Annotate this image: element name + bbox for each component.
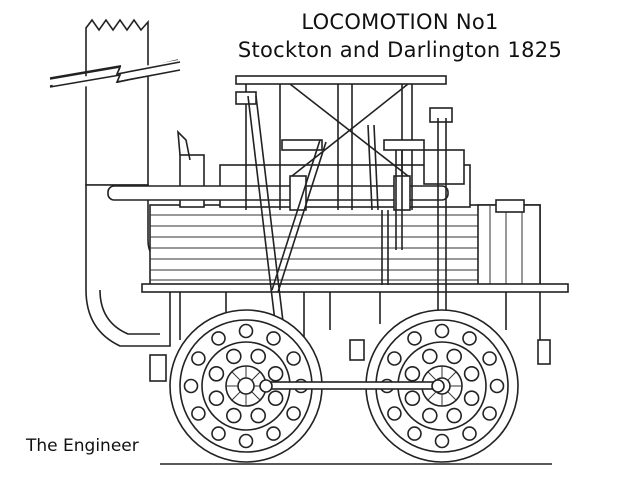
wheel-hub-hole — [463, 390, 480, 407]
wheel-spoke — [231, 391, 241, 401]
wheel-rim-hole — [407, 426, 422, 441]
title-block: LOCOMOTION No1 Stockton and Darlington 1… — [210, 8, 590, 64]
wheel-rim-hole — [238, 433, 254, 449]
wheel-rim-hole — [462, 426, 477, 441]
wheel-rim-hole — [387, 351, 402, 366]
wheel-spoke — [251, 391, 261, 401]
wheel-rim-hole — [286, 406, 301, 421]
wheel-hub-hole — [267, 390, 284, 407]
wheel-spoke — [427, 371, 437, 381]
wheel-rim-hole — [434, 433, 450, 449]
wheel-spoke — [427, 391, 437, 401]
wheel-hub-hole — [250, 407, 267, 424]
wheel-rim-hole — [462, 331, 477, 346]
wheel-rim-hole — [211, 331, 226, 346]
wheel-hub-hole — [208, 390, 225, 407]
wheel-hub-hole — [421, 348, 438, 365]
coupling-rod — [259, 379, 445, 393]
wheel-spoke — [447, 371, 457, 381]
wheel-rim-hole — [238, 323, 254, 339]
wheel-rim-hole — [482, 406, 497, 421]
wheel-rim-hole — [191, 351, 206, 366]
wheel-hub-hole — [404, 365, 421, 382]
wheel-rim-hole — [489, 378, 505, 394]
wheel-rim-hole — [434, 323, 450, 339]
wheel-rim-hole — [407, 331, 422, 346]
wheel-hub-hole — [208, 365, 225, 382]
wheel-hub-hole — [421, 407, 438, 424]
wheel-rim-hole — [266, 426, 281, 441]
wheel-spoke — [447, 391, 457, 401]
rear-wheel — [169, 309, 323, 463]
credit-label: The Engineer — [26, 436, 139, 456]
wheel-spoke — [251, 371, 261, 381]
wheel-hub-hole — [267, 365, 284, 382]
boiler — [107, 129, 541, 290]
wheel-rim-hole — [183, 378, 199, 394]
wheel-hub-hole — [226, 407, 242, 424]
wheel-hub-hole — [404, 390, 421, 407]
wheel-rim-hole — [191, 406, 206, 421]
wheel-rim-hole — [286, 351, 301, 366]
wheel-hub-hole — [250, 348, 267, 365]
wheel-hub-hole — [463, 365, 480, 382]
wheel-spoke — [231, 371, 241, 381]
wheel-hub-hole — [446, 407, 463, 424]
wheel-hub-hole — [446, 348, 463, 365]
chimney — [49, 18, 181, 347]
wheel-hub-hole — [226, 348, 242, 365]
wheel-rim-hole — [387, 406, 402, 421]
title-locomotive-name: LOCOMOTION No1 — [301, 10, 499, 34]
title-railway-year: Stockton and Darlington 1825 — [237, 38, 563, 62]
wheel-rim-hole — [211, 426, 226, 441]
wheel-rim-hole — [266, 331, 281, 346]
wheel-rim-hole — [482, 351, 497, 366]
